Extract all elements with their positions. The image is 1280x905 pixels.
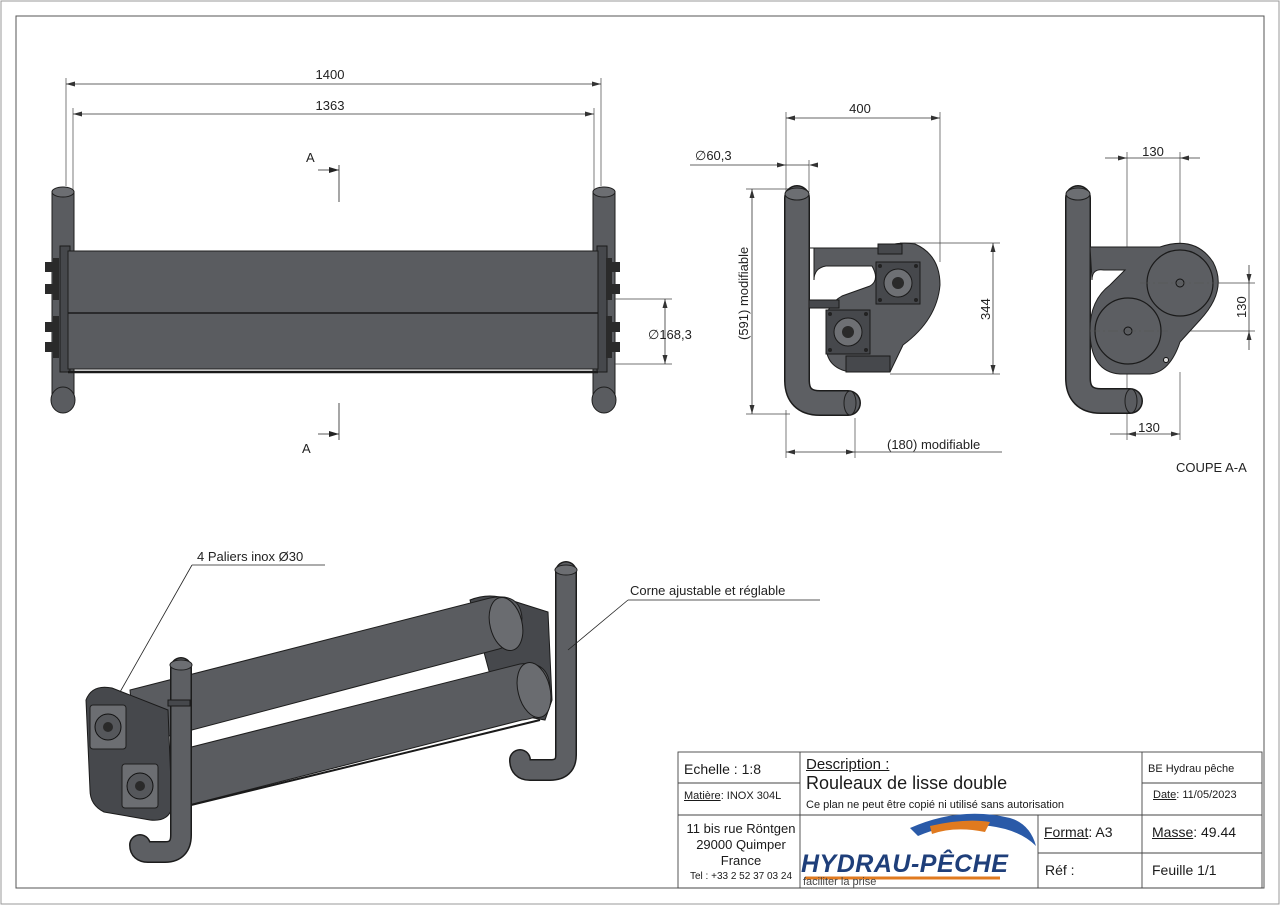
dim-section-top: 130	[1142, 144, 1164, 159]
section-view: 130 130 130 COUPE A-A	[1065, 144, 1255, 475]
date-label: Date	[1153, 789, 1177, 801]
logo-brand: HYDRAU-PÊCHE	[801, 850, 1009, 878]
material-label: Matière	[684, 790, 721, 802]
dim-side-height: (591) modifiable	[736, 247, 751, 340]
address: 11 bis rue Röntgen 29000 Quimper France …	[682, 821, 800, 885]
dim-section-right: 130	[1234, 296, 1249, 318]
description-value: Rouleaux de lisse double	[806, 773, 1008, 793]
callout-horn: Corne ajustable et réglable	[630, 583, 785, 598]
company-name: BE Hydrau pêche	[1148, 763, 1235, 775]
format-row: Format: A3	[1044, 824, 1112, 840]
date-row: Date: 11/05/2023	[1153, 789, 1237, 801]
date-value: : 11/05/2023	[1176, 789, 1237, 801]
iso-bearing-upper	[89, 704, 127, 750]
description-label: Description :	[806, 756, 890, 773]
dim-roller-diameter: ∅168,3	[648, 327, 692, 342]
section-label: COUPE A-A	[1176, 460, 1247, 475]
side-view: 400 ∅60,3 (591) modifiable 344 (180) mod…	[690, 101, 1002, 458]
iso-bearing-lower	[121, 763, 159, 809]
sheet-label: Feuille 1/1	[1152, 862, 1217, 878]
front-view: 1400 1363 A A	[45, 67, 692, 456]
front-bearing-bolts	[45, 258, 620, 358]
dim-inner-label: 1363	[316, 98, 345, 113]
title-block: Echelle : 1:8 Matière: INOX 304L 11 bis …	[678, 752, 1262, 888]
section-mark-bottom: A	[302, 441, 311, 456]
title-block-grid	[677, 751, 1263, 889]
logo-fish-graphic	[805, 813, 1036, 880]
sheet-inner-border	[15, 15, 1265, 889]
logo-tagline: faciliter la prise	[803, 876, 877, 888]
front-lower-roller	[67, 312, 599, 370]
mass-value: : 49.44	[1193, 824, 1237, 840]
iso-view: 4 Paliers inox Ø30 Corne ajustable et ré…	[85, 549, 820, 863]
dim-mount-height: 344	[978, 298, 993, 320]
callout-leader-bearings	[119, 564, 193, 693]
dim-pipe-diameter: ∅60,3	[695, 148, 732, 163]
section-mark-top: A	[306, 150, 315, 165]
copyright-note: Ce plan ne peut être copié ni utilisé sa…	[806, 799, 1065, 811]
ref-label: Réf :	[1045, 862, 1075, 878]
material-row: Matière: INOX 304L	[684, 790, 781, 802]
phone: Tel : +33 2 52 37 03 24	[689, 871, 793, 882]
callout-bearings: 4 Paliers inox Ø30	[197, 549, 303, 564]
front-upper-roller	[67, 250, 599, 314]
mass-row: Masse: 49.44	[1152, 824, 1236, 840]
format-value: : A3	[1088, 824, 1113, 840]
side-bearing-lower	[825, 309, 871, 355]
address-line3: France	[720, 853, 762, 868]
mass-label: Masse	[1152, 824, 1194, 840]
material-value: : INOX 304L	[720, 790, 782, 802]
callout-leader-horn	[567, 599, 629, 651]
side-bearing-upper	[875, 261, 921, 305]
dim-side-width: 400	[849, 101, 871, 116]
address-line1: 11 bis rue Röntgen	[686, 821, 796, 836]
dim-bottom-width: (180) modifiable	[887, 437, 980, 452]
dim-overall-label: 1400	[316, 67, 345, 82]
address-line2: 29000 Quimper	[696, 837, 786, 852]
scale-label: Echelle : 1:8	[684, 761, 762, 777]
dim-section-bottom: 130	[1138, 420, 1160, 435]
format-label: Format	[1044, 824, 1089, 840]
